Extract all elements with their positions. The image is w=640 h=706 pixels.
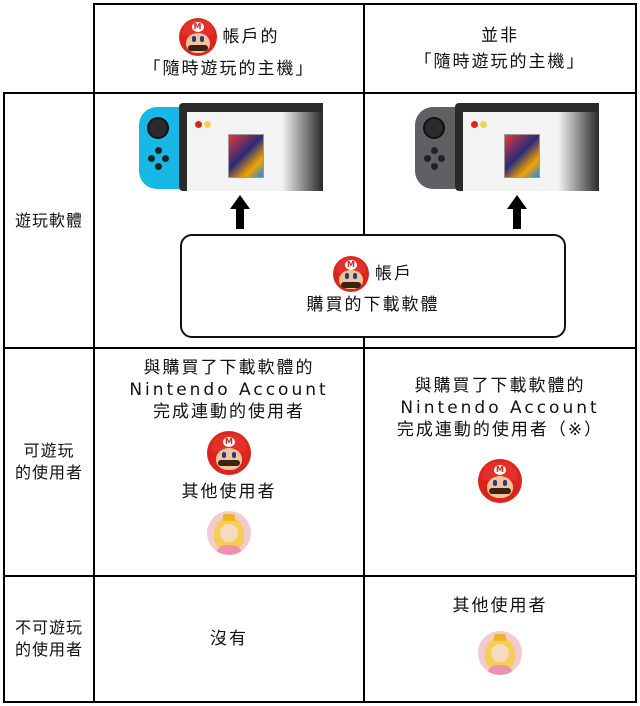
row-label-can-play: 可遊玩 的使用者: [5, 349, 93, 575]
mario-avatar-icon: M: [207, 431, 251, 475]
none-label: 沒有: [210, 629, 248, 649]
row-label-text: 遊玩軟體: [14, 210, 83, 230]
other-users-label: 其他使用者: [452, 596, 548, 616]
header-not-primary-console: 並非 「隨時遊玩的主機」: [365, 5, 635, 92]
linked-user-line3: 完成連動的使用者: [153, 402, 305, 422]
grid-line: [363, 3, 365, 348]
linked-user-line1: 與購買了下載軟體的: [143, 358, 315, 378]
grid-line: [93, 3, 637, 5]
row-label-text: 的使用者: [14, 640, 83, 659]
header-col2-line1: 並非: [481, 25, 519, 46]
can-play-non-primary-cell: 與購買了下載軟體的 Nintendo Account 完成連動的使用者（※） M: [365, 349, 635, 575]
peach-avatar-icon: [207, 511, 251, 555]
grid-line: [93, 3, 95, 703]
linked-user-line1: 與購買了下載軟體的: [414, 376, 586, 396]
grid-line: [635, 3, 637, 703]
linked-user-line3: 完成連動的使用者（※）: [396, 420, 604, 440]
cannot-play-non-primary-cell: 其他使用者: [365, 577, 635, 701]
purchased-software-box: M 帳戶 購買的下載軟體: [180, 234, 566, 338]
switch-console-grey-icon: [415, 103, 599, 191]
grid-line: [3, 701, 637, 703]
switch-console-neon-icon: [139, 103, 323, 191]
other-users-label: 其他使用者: [181, 482, 277, 502]
mario-avatar-icon: M: [478, 459, 522, 503]
up-arrow-icon: [507, 195, 527, 229]
grid-line: [3, 575, 637, 577]
row-label-text: 不可遊玩: [14, 618, 83, 637]
linked-user-line2: Nintendo Account: [400, 398, 600, 418]
row-label-text: 可遊玩: [23, 441, 75, 460]
grid-line: [3, 92, 637, 94]
mario-avatar-icon: M: [333, 256, 369, 292]
header-col2-line2: 「隨時遊玩的主機」: [414, 51, 586, 72]
mario-avatar-icon: M: [178, 17, 217, 56]
purchase-box-line1: 帳戶: [375, 264, 413, 284]
header-primary-console: M 帳戶的 「隨時遊玩的主機」: [95, 5, 363, 92]
cannot-play-primary-cell: 沒有: [95, 577, 363, 701]
row-label-cannot-play: 不可遊玩 的使用者: [5, 577, 93, 701]
peach-avatar-icon: [478, 631, 522, 675]
header-col1-line2: 「隨時遊玩的主機」: [143, 58, 315, 79]
can-play-primary-cell: 與購買了下載軟體的 Nintendo Account 完成連動的使用者 M 其他…: [95, 349, 363, 575]
header-col1-line1: 帳戶的: [222, 26, 280, 47]
grid-line: [363, 347, 365, 703]
row-label-play-software: 遊玩軟體: [5, 94, 93, 347]
grid-line: [3, 347, 637, 349]
purchase-box-line2: 購買的下載軟體: [306, 295, 440, 315]
up-arrow-icon: [230, 195, 250, 229]
grid-line: [3, 92, 5, 703]
linked-user-line2: Nintendo Account: [129, 380, 329, 400]
row-label-text: 的使用者: [14, 463, 83, 482]
